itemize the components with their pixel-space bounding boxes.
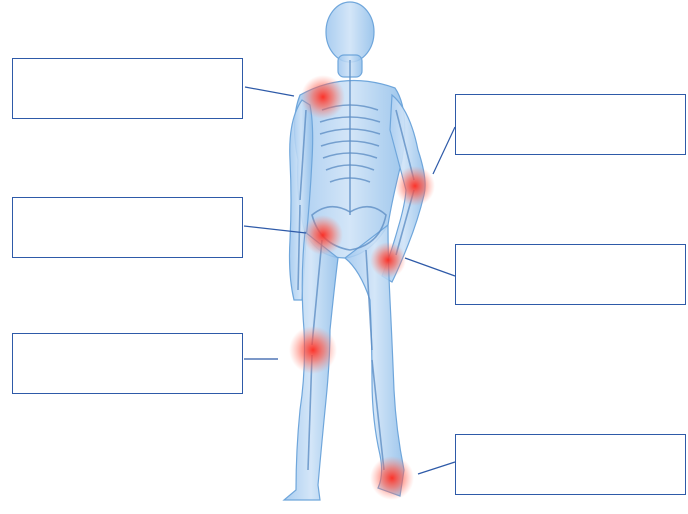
label-box-shoulder[interactable] [12, 58, 243, 119]
label-box-wrist[interactable] [455, 244, 686, 305]
body-silhouette [284, 2, 425, 500]
label-box-hip[interactable] [12, 197, 243, 258]
hip-joint-highlight [303, 215, 343, 255]
label-box-knee[interactable] [12, 333, 243, 394]
ankle-joint-highlight [370, 456, 414, 500]
label-box-ankle[interactable] [455, 434, 686, 495]
knee-joint-highlight [289, 326, 337, 374]
connector-ankle [418, 462, 455, 474]
shoulder-joint-highlight [301, 75, 345, 119]
connector-elbow [433, 127, 455, 174]
connector-wrist [405, 258, 455, 276]
wrist-joint-highlight [370, 242, 406, 278]
elbow-joint-highlight [395, 166, 435, 206]
connector-shoulder [245, 87, 294, 96]
label-box-elbow[interactable] [455, 94, 686, 155]
